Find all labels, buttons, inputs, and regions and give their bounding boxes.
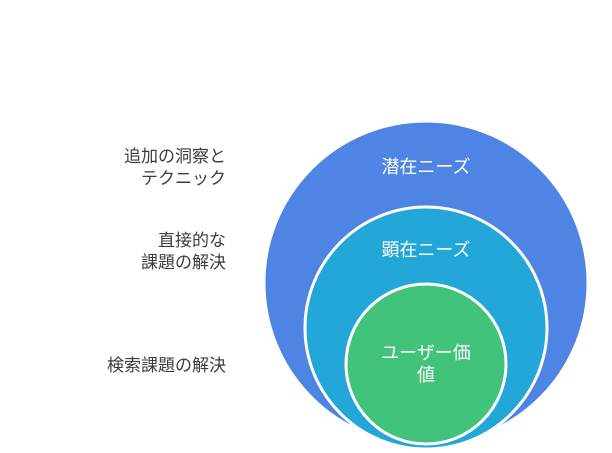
side-label-search-solution: 検索課題の解決 <box>107 355 226 377</box>
side-label-outer-line-1: 追加の洞察と <box>124 147 226 167</box>
circle-label-inner-line-2: 値 <box>417 365 435 386</box>
circle-label-explicit-needs: 顕在ニーズ <box>346 240 506 262</box>
circle-label-latent-needs: 潜在ニーズ <box>346 157 506 179</box>
side-label-inner-line-1: 検索課題の解決 <box>107 356 226 376</box>
side-label-direct-solution: 直接的な 課題の解決 <box>141 230 226 274</box>
side-label-middle-line-2: 課題の解決 <box>141 253 226 273</box>
circle-label-user-value: ユーザー価 値 <box>352 343 500 387</box>
side-label-additional-insights: 追加の洞察と テクニック <box>124 146 226 190</box>
side-label-middle-line-1: 直接的な <box>158 231 226 251</box>
inner-circle-user-value <box>344 282 508 446</box>
circle-label-inner-line-1: ユーザー価 <box>381 343 471 364</box>
circle-label-middle-line-1: 顕在ニーズ <box>381 240 471 261</box>
side-label-outer-line-2: テクニック <box>141 169 226 189</box>
circle-label-outer-line-1: 潜在ニーズ <box>381 157 471 178</box>
